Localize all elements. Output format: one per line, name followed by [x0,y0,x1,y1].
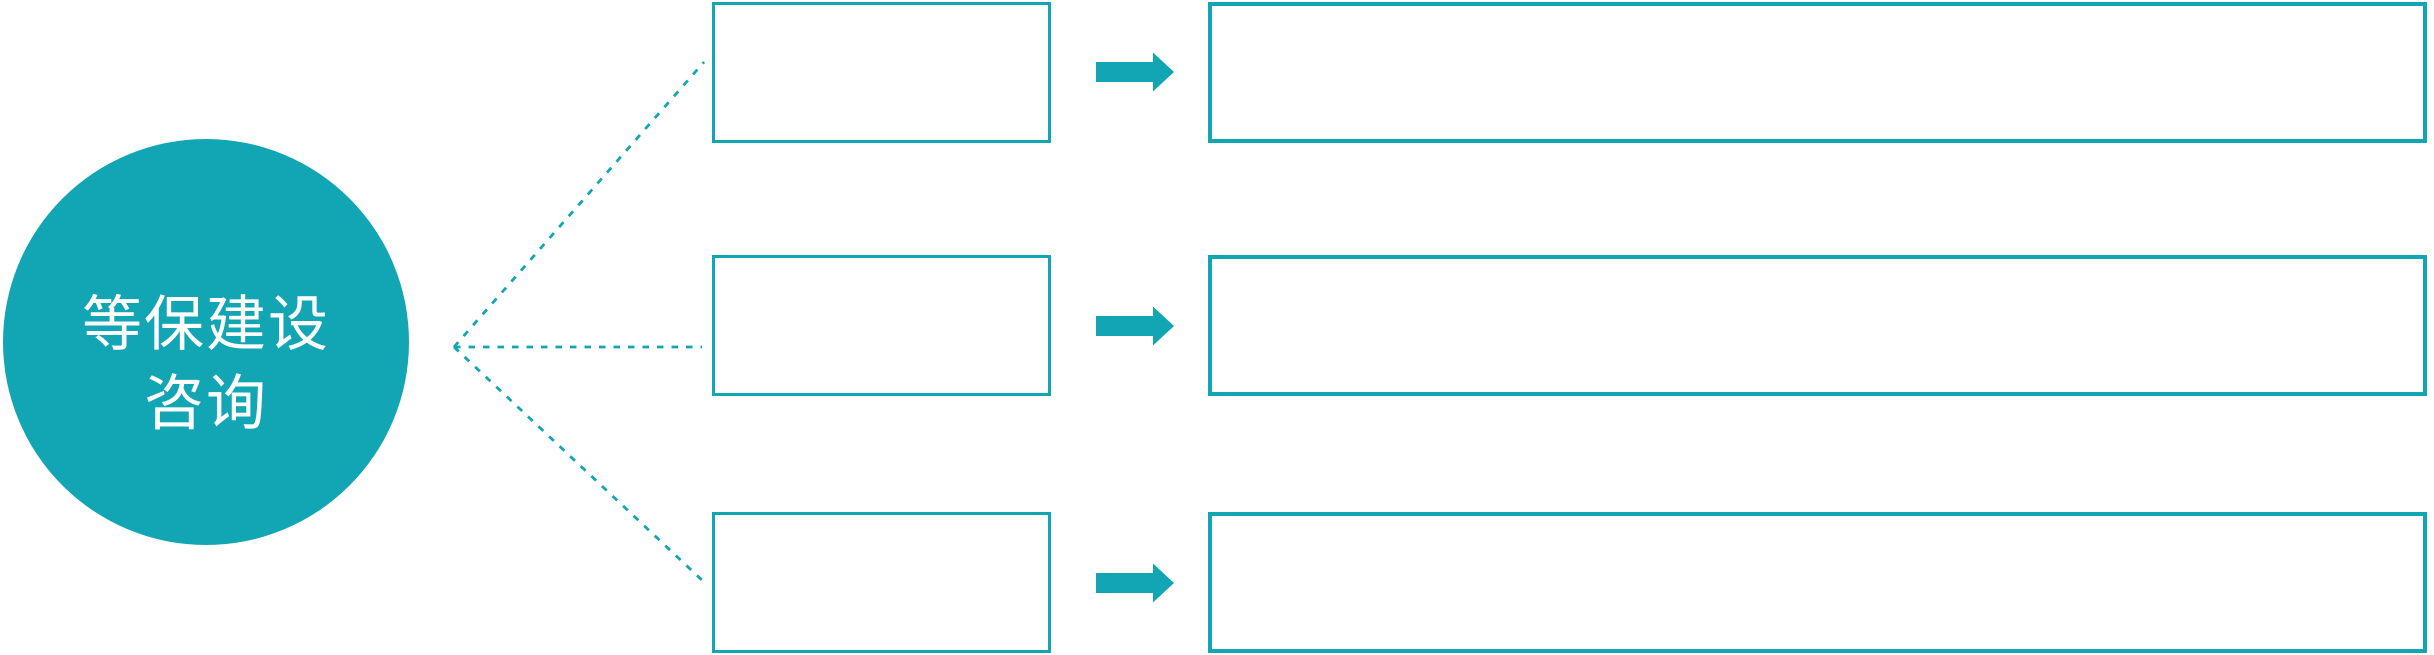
arrow-right-icon-row1 [1096,52,1176,92]
small-box-row1 [712,2,1051,143]
circle-node-dengbao-consulting: 等保建设 咨询 [3,139,409,545]
circle-label-line2: 咨询 [144,370,268,437]
dashed-line-top [452,61,706,348]
large-box-row2 [1208,255,2427,396]
small-box-row2 [712,255,1051,396]
arrow-right-icon-row3 [1096,563,1176,603]
circle-label-line1: 等保建设 [82,291,330,358]
arrow-right-icon-row2 [1096,306,1176,346]
dashed-line-bottom [453,345,705,584]
large-box-row3 [1208,512,2427,653]
large-box-row1 [1208,2,2427,143]
small-box-row3 [712,512,1051,653]
